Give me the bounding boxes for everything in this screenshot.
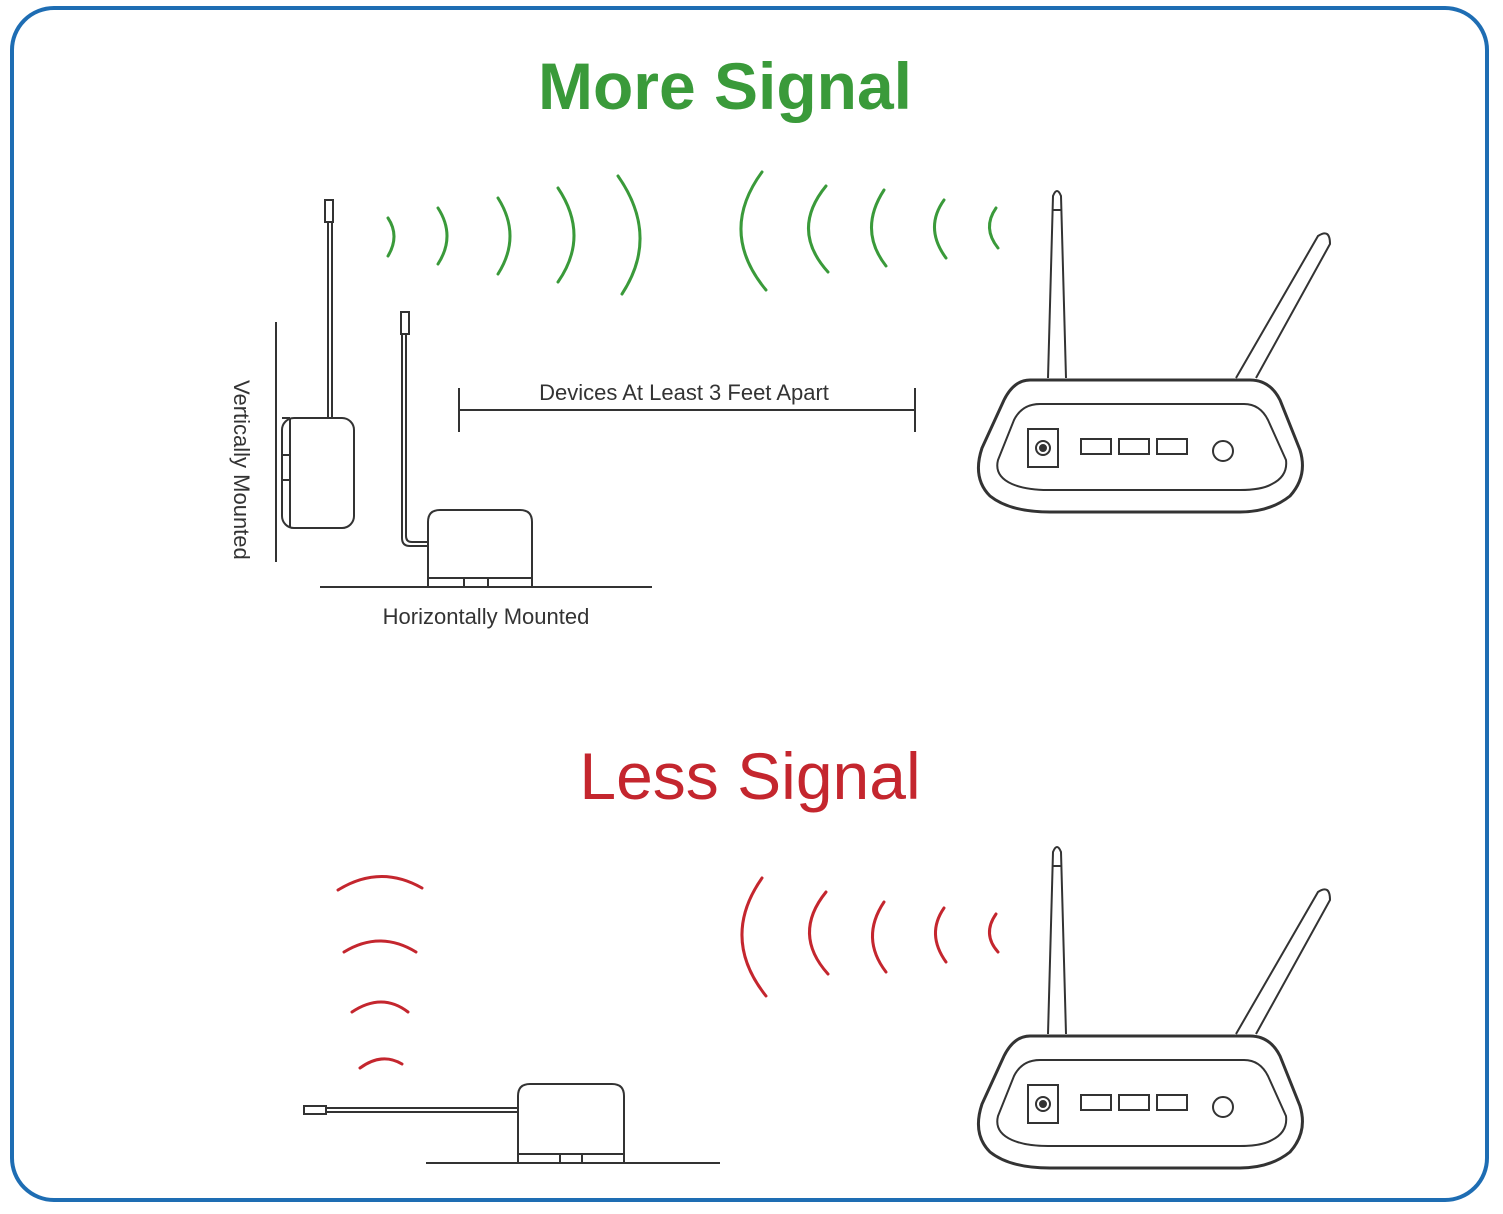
sensor-flat-antenna: [303, 1083, 720, 1164]
router-top: [976, 190, 1332, 514]
distance-marker: [458, 388, 916, 432]
router-bottom: [976, 846, 1332, 1170]
sensor-signal-waves-red: [336, 875, 424, 1070]
diagram-frame: [10, 6, 1489, 1202]
router-signal-waves-green: [739, 170, 1000, 292]
sensor-signal-waves-green: [386, 174, 642, 296]
horizontally-mounted-sensor: [320, 311, 652, 588]
vertically-mounted-label: Vertically Mounted: [229, 380, 254, 560]
less-signal-title: Less Signal: [579, 739, 921, 813]
more-signal-title: More Signal: [537, 49, 913, 123]
router-signal-waves-red: [740, 876, 1000, 998]
horizontally-mounted-label: Horizontally Mounted: [383, 604, 590, 629]
vertically-mounted-sensor: [275, 199, 355, 562]
distance-label: Devices At Least 3 Feet Apart: [539, 380, 829, 405]
